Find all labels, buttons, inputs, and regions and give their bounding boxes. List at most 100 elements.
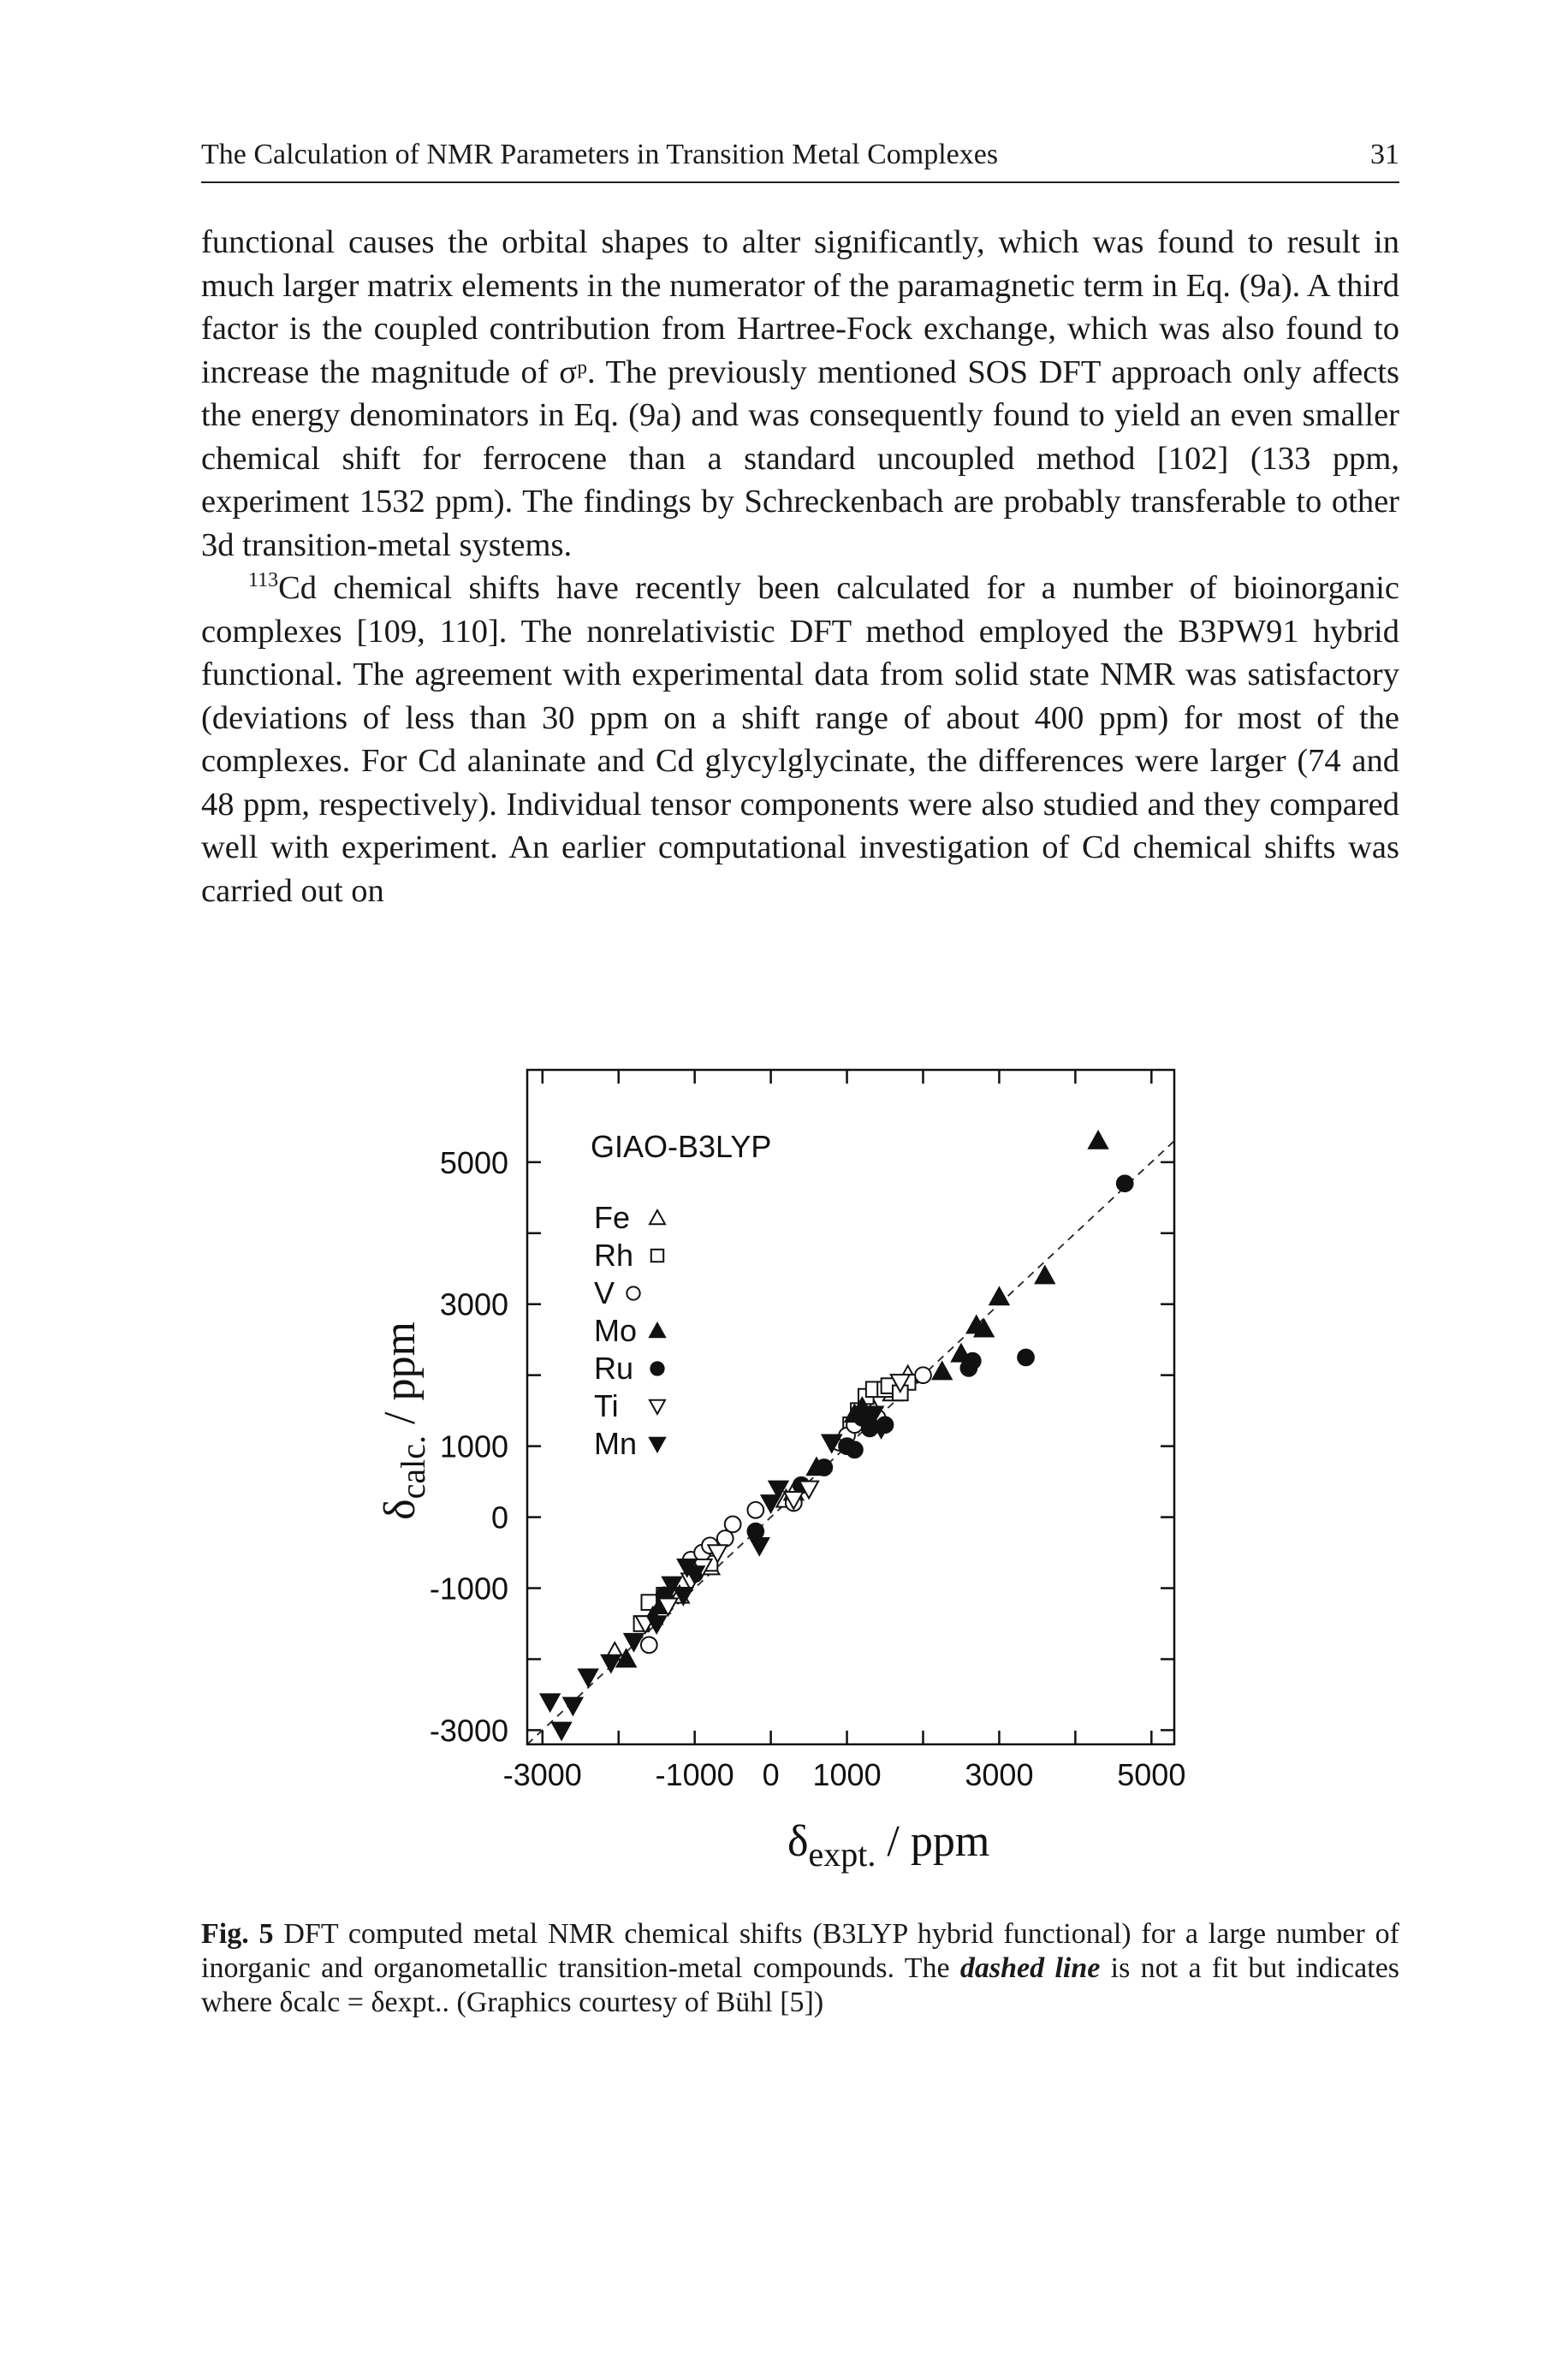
legend-marker-ti [648,1399,667,1417]
point-mo [931,1360,953,1381]
running-header: The Calculation of NMR Parameters in Tra… [201,139,1399,183]
point-mo [1034,1264,1056,1285]
point-mn [561,1696,585,1717]
point-rh [880,1377,898,1394]
point-fe [851,1403,874,1423]
isotope-superscript: 113 [248,569,279,592]
point-ru [959,1359,978,1377]
chart-axes [526,1068,1176,1746]
point-fe [882,1381,904,1402]
point-mn [622,1632,645,1653]
point-mo [649,1595,672,1615]
paragraph-2: 113Cd chemical shifts have recently been… [201,567,1399,912]
point-ru [838,1437,856,1455]
figure-caption: Fig. 5 DFT computed metal NMR chemical s… [201,1917,1399,2020]
point-rh [899,1374,917,1391]
point-rh [850,1402,867,1419]
legend-label-fe: Fe [594,1200,630,1235]
legend-label-ru: Ru [594,1351,633,1386]
point-fe [698,1555,722,1576]
point-fe [615,1648,638,1668]
point-fe [668,1583,691,1604]
reference-line [526,1140,1175,1745]
point-mn [748,1536,770,1557]
point-rh [701,1554,719,1572]
x-tick-label: 3000 [965,1757,1033,1792]
point-fe [775,1488,798,1508]
point-mo [843,1403,866,1423]
legend-label-rh: Rh [594,1238,633,1273]
point-fe [897,1363,919,1384]
point-v [838,1426,856,1445]
plot-frame [526,1068,1176,1746]
caption-text-1: DFT computed metal NMR chemical shifts (… [201,1918,1399,1984]
point-mo [950,1342,972,1363]
point-mo [988,1286,1011,1306]
point-ti [706,1544,729,1565]
point-mo [972,1317,995,1338]
point-ru [686,1565,704,1583]
point-v [723,1515,742,1534]
y-tick-label: 1000 [440,1429,508,1464]
point-ti [821,1434,843,1454]
caption-text-2: is not a fit but indicates where δcalc =… [201,1952,1400,2018]
legend-marker-mo [648,1321,667,1339]
paragraph-1: functional causes the orbital shapes to … [201,224,1399,563]
point-v [830,1434,849,1452]
x-tick-label: 0 [763,1757,780,1792]
y-tick-label: 0 [491,1500,508,1535]
body-text: functional causes the orbital shapes to … [201,221,1399,912]
identity-dashed-line [526,1140,1175,1745]
legend-label-mo: Mo [594,1313,637,1348]
y-tick-label: 3000 [440,1287,508,1322]
point-ti [889,1374,912,1394]
point-v [868,1409,887,1427]
y-tick-label: -3000 [430,1713,508,1748]
point-mn [577,1668,599,1689]
point-mn [550,1721,573,1742]
y-tick-label: 5000 [440,1145,508,1180]
point-v [716,1530,734,1547]
point-v [693,1543,711,1562]
legend-marker-mn [648,1436,667,1454]
point-rh [864,1381,882,1399]
legend-label-v: V [594,1275,615,1310]
point-ru [655,1586,674,1605]
point-mn [759,1494,782,1515]
point-rh [857,1387,875,1405]
point-rh [640,1594,658,1611]
point-ru [852,1409,871,1427]
point-mn [661,1576,683,1596]
point-v [686,1558,704,1576]
legend-marker-rh [650,1248,665,1263]
point-ru [860,1419,879,1438]
paragraph-2-text: Cd chemical shifts have recently been ca… [201,570,1399,909]
page-number: 31 [1370,139,1399,170]
point-v [784,1494,803,1512]
point-mn [538,1693,561,1714]
point-ti [680,1572,702,1593]
header-title: The Calculation of NMR Parameters in Tra… [201,139,999,170]
point-mo [1087,1129,1109,1149]
point-ru [1017,1348,1035,1367]
point-v [846,1416,864,1435]
point-ru [846,1440,864,1459]
x-tick-label: 1000 [813,1757,882,1792]
chart-title: GIAO-B3LYP [591,1129,771,1164]
point-mn [600,1654,622,1674]
x-tick-label: -3000 [503,1757,582,1792]
point-rh [892,1384,909,1402]
legend-label-ti: Ti [594,1388,619,1423]
legend-label-mn: Mn [594,1426,637,1461]
point-ru [746,1522,765,1541]
x-tick-label: 5000 [1117,1757,1185,1792]
point-mo [642,1605,664,1625]
point-ru [963,1351,982,1370]
point-ru [876,1416,894,1435]
point-mn [672,1587,695,1607]
point-mn [870,1420,893,1440]
point-ti [798,1480,820,1500]
point-fe [862,1398,885,1418]
